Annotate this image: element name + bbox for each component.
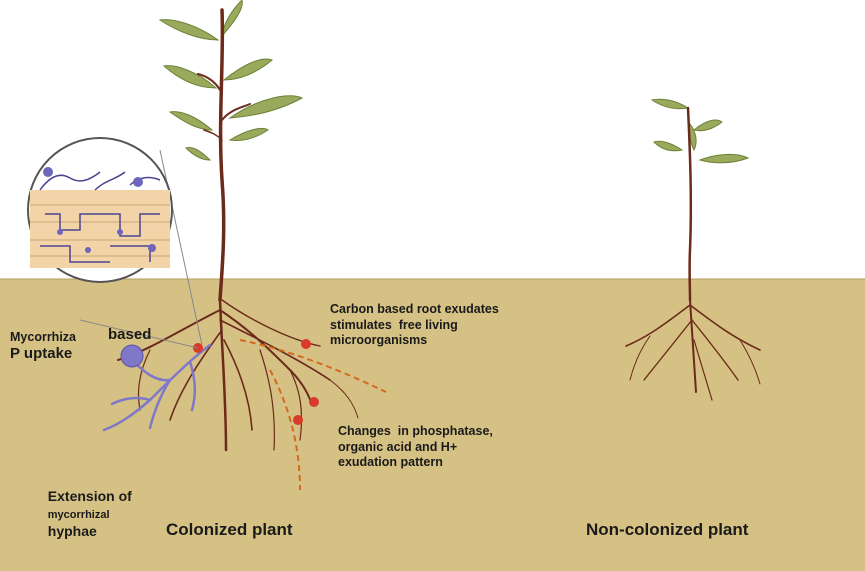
extension-label-part2: mycorrhizal (48, 509, 110, 521)
colonized-plant-stem (198, 10, 250, 300)
mycorrhiza-spore (121, 345, 143, 367)
exudate-marker-4 (293, 415, 303, 425)
non-colonized-plant-caption: Non-colonized plant (586, 519, 748, 540)
phosphatase-label: Changes in phosphatase, organic acid and… (338, 424, 493, 471)
extension-label: Extension of mycorrhizal hyphae (40, 470, 132, 540)
extension-label-part3: hyphae (48, 523, 97, 539)
mycorrhiza-label-part1: Mycorrhiza (10, 330, 76, 346)
magnifier-inset (28, 138, 172, 282)
carbon-exudates-label: Carbon based root exudates stimulates fr… (330, 302, 499, 349)
colonized-plant-caption: Colonized plant (166, 519, 293, 540)
non-colonized-plant-leaves (652, 99, 748, 163)
exudate-marker-3 (309, 397, 319, 407)
colonized-plant-leaves (160, 0, 302, 160)
non-colonized-plant-stem (688, 108, 691, 300)
mycorrhiza-label-line2: P uptake (10, 345, 72, 364)
extension-label-part1: Extension of (48, 488, 132, 504)
mycorrhiza-label-part2: based (108, 326, 151, 345)
exudate-marker-2 (301, 339, 311, 349)
